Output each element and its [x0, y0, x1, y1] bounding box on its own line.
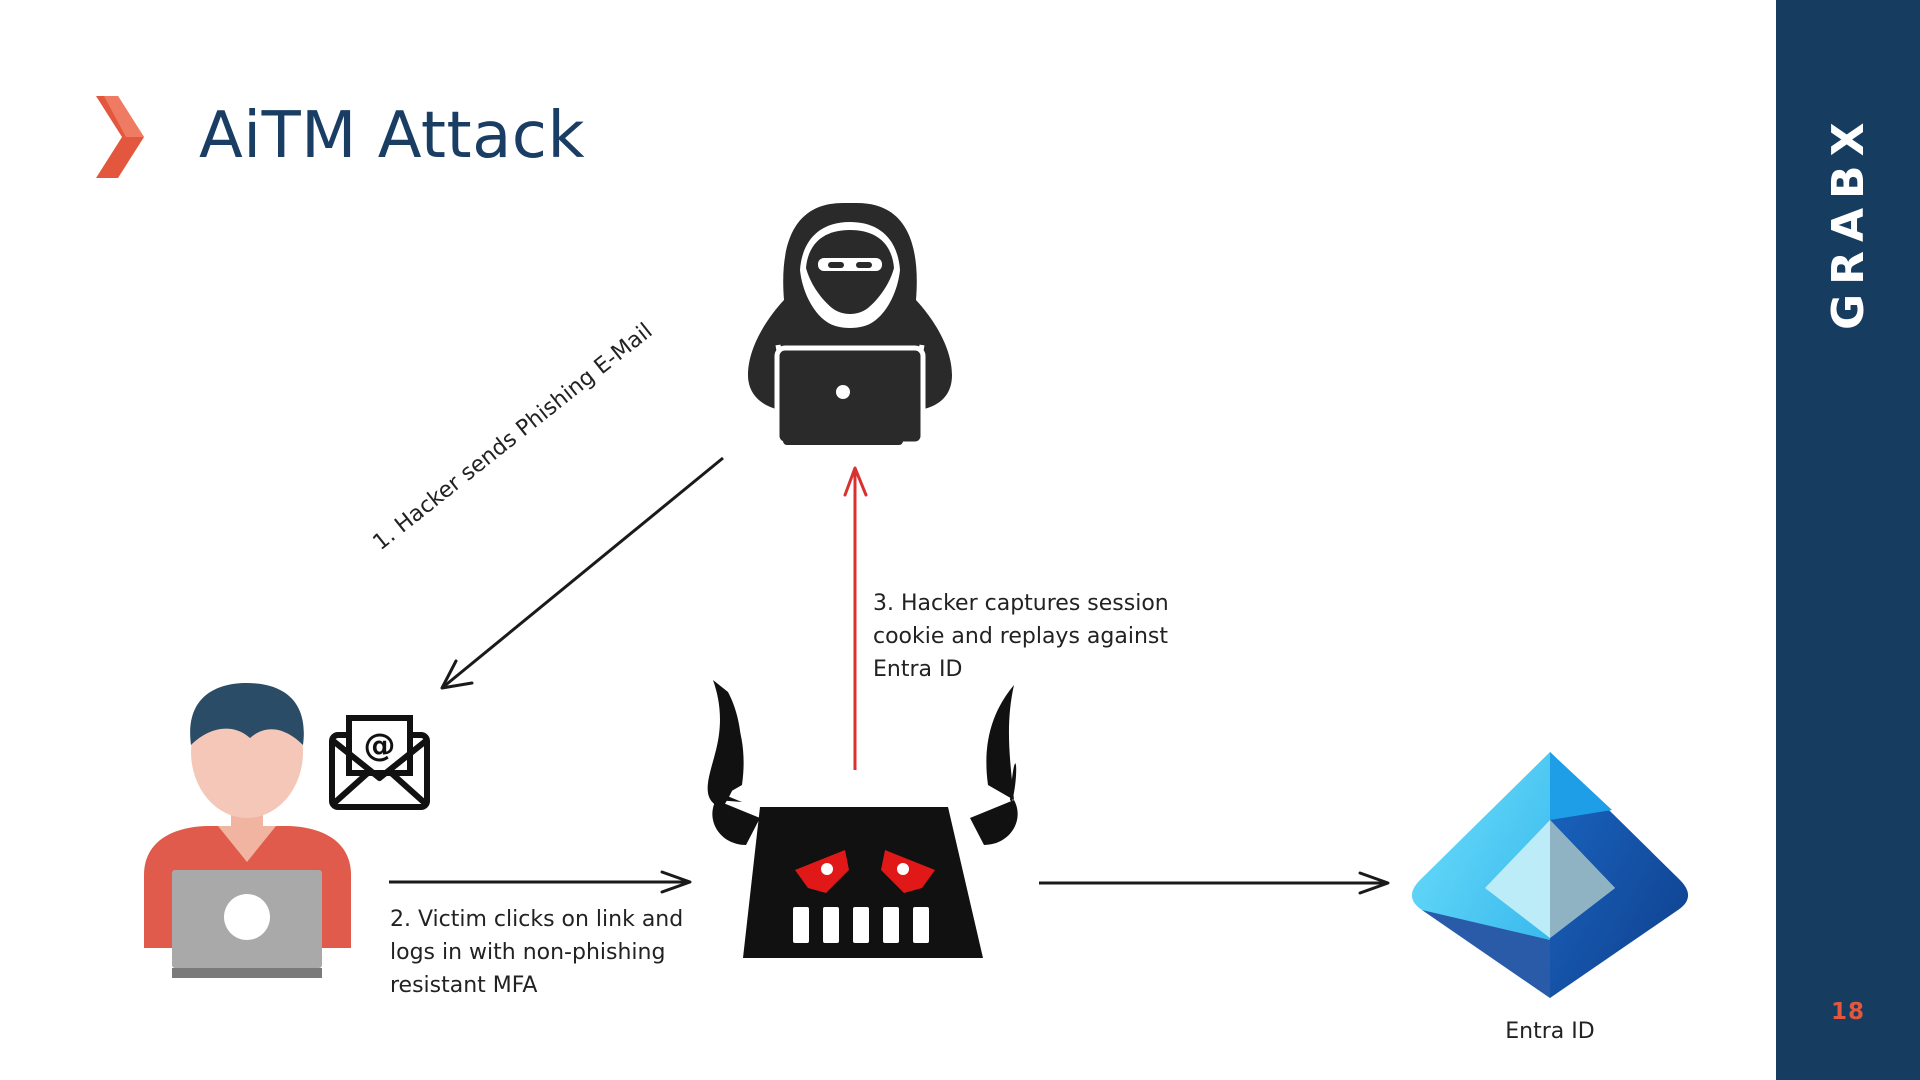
- arrow-step-3: [843, 466, 868, 770]
- grabx-logo-text: GRABX: [1823, 113, 1874, 330]
- arrow-proxy-to-entra: [1039, 871, 1390, 895]
- arrow-step-2: [389, 870, 692, 894]
- victim-icon: [144, 683, 351, 978]
- email-envelope-icon: @: [329, 715, 430, 810]
- step-2-label: 2. Victim clicks on link and logs in wit…: [390, 907, 684, 998]
- brand-sidebar: [1776, 0, 1920, 1080]
- aitm-diagram: @: [144, 203, 1689, 998]
- evil-proxy-icon: [707, 680, 1018, 958]
- grabx-logo: GRABX: [1823, 113, 1874, 330]
- entra-id-logo-icon: [1411, 752, 1689, 998]
- page-number: 18: [1830, 999, 1865, 1025]
- page-title: AiTM Attack: [199, 99, 586, 173]
- svg-text:@: @: [364, 726, 396, 764]
- title-chevron-icon: [96, 96, 144, 178]
- entra-id-label: Entra ID: [1505, 1019, 1595, 1044]
- step-3-label: 3. Hacker captures session cookie and re…: [873, 591, 1169, 682]
- hacker-icon: [748, 203, 952, 447]
- arrow-step-1: [440, 456, 724, 690]
